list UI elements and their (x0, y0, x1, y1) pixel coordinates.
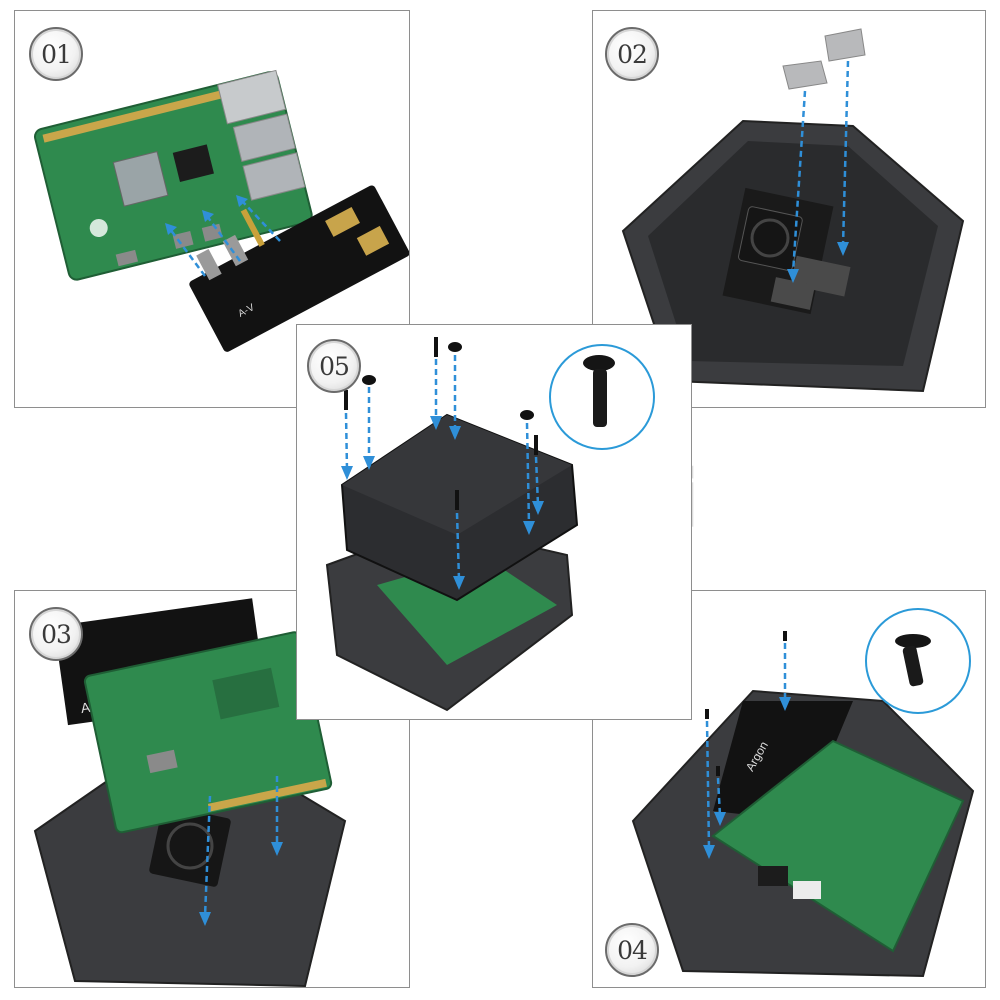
step-number-badge: 04 (605, 923, 659, 977)
step-05-illustration (325, 337, 655, 712)
case-lid (340, 413, 579, 602)
assembly-arrows (199, 776, 283, 926)
step-panel-04: Argon 04 (592, 590, 986, 988)
step-01-illustration: A-V (34, 69, 409, 352)
thermal-pad-arrows (787, 60, 850, 283)
step-number-badge: 03 (29, 607, 83, 661)
raspberry-pi-board (711, 739, 965, 953)
insert-arrows (165, 195, 281, 277)
hdmi-av-adapter-board: A-V (189, 185, 409, 352)
step-04-illustration: Argon (631, 608, 975, 978)
thermal-pads (782, 28, 866, 90)
screws (705, 631, 787, 776)
step-number-badge: 01 (29, 27, 83, 81)
step-panel-01: A-V 01 (14, 10, 410, 408)
step-02-illustration (621, 28, 965, 393)
raspberry-pi-board (34, 69, 313, 281)
argon-addon-board: Argon (713, 701, 853, 821)
screw-zoom-circle (865, 608, 971, 714)
step-panel-02: 02 (592, 10, 986, 408)
screws (344, 337, 538, 510)
raspberry-pi-board (83, 631, 333, 834)
screw-arrows (341, 355, 544, 590)
screw-zoom-circle (549, 344, 655, 450)
step-panel-03: Argon 03 (14, 590, 410, 988)
step-number-badge: 05 (307, 339, 361, 393)
step-number-badge: 02 (605, 27, 659, 81)
screw-arrows (703, 643, 791, 859)
step-panel-05: 05 (296, 324, 692, 720)
step-03-illustration: Argon (33, 598, 347, 987)
